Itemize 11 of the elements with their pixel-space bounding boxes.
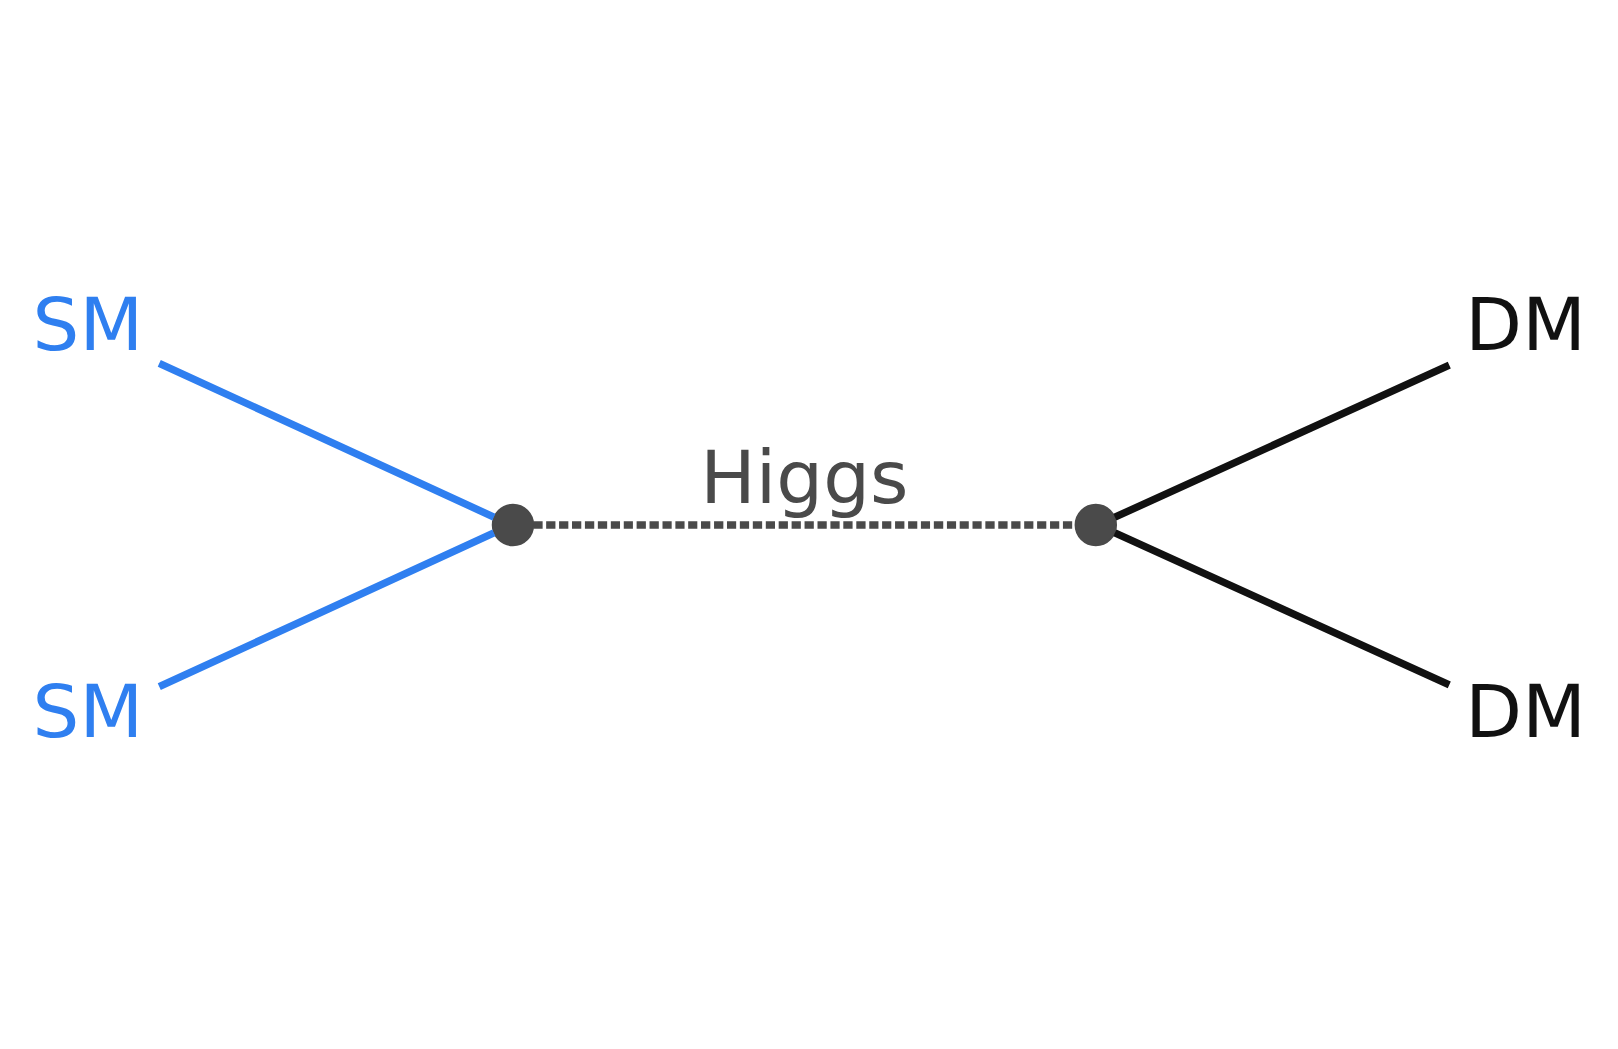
node-text: DM [1465,668,1586,754]
node-text: SM [32,668,144,754]
node-circle [1074,503,1117,546]
connector [1113,529,1451,688]
edge-label: Higgs [700,434,909,520]
node-text: DM [1465,281,1586,367]
node-text: SM [32,281,144,367]
node-circle [491,503,535,546]
connector [1113,361,1451,520]
connector [157,529,496,690]
connector [157,359,496,520]
